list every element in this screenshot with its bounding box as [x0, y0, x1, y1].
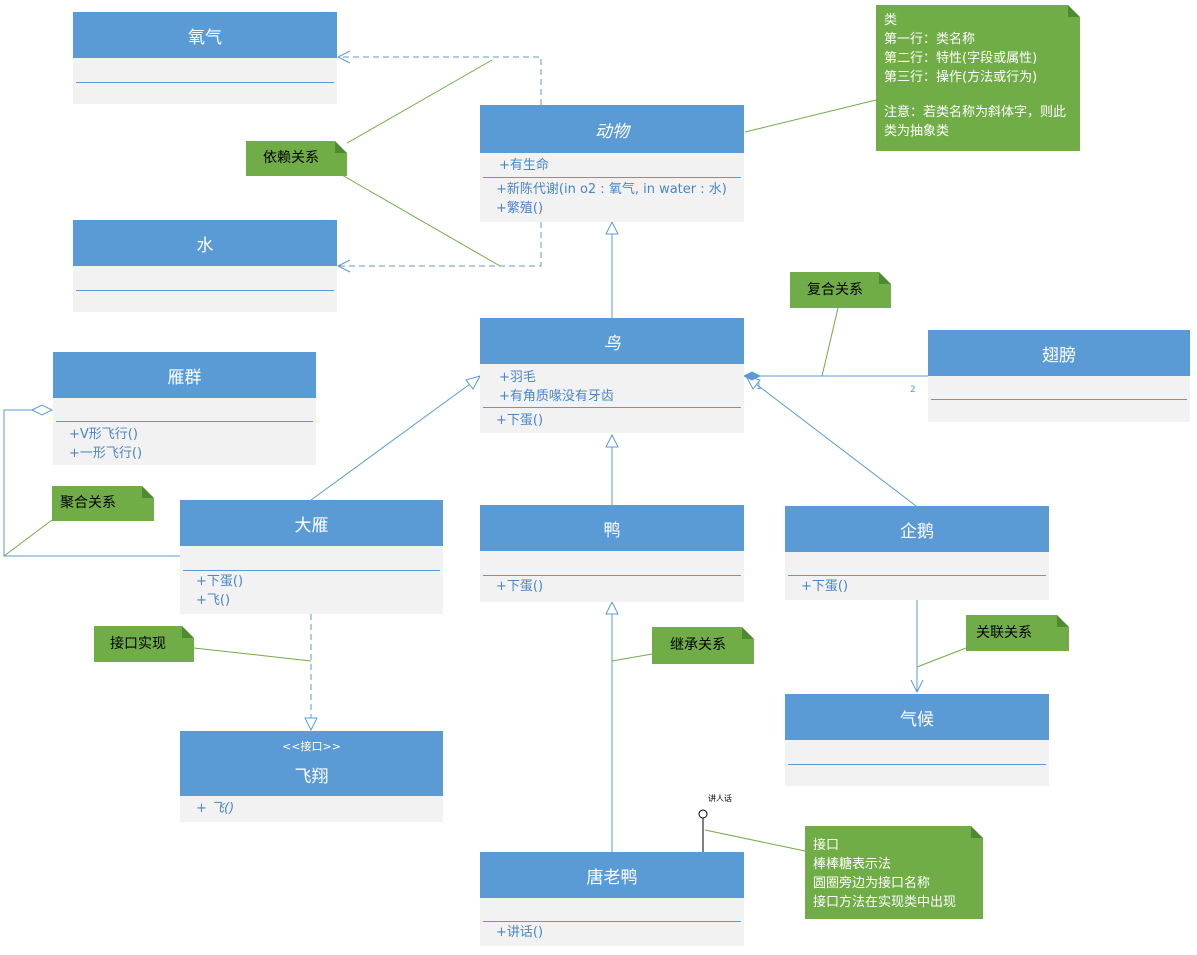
class-header: 鸭: [480, 505, 744, 551]
class-header: 水: [73, 220, 337, 266]
class-name: 鸟: [603, 333, 621, 354]
class-header: <<接口>> 飞翔: [180, 731, 443, 796]
multiplicity-wing: 2: [910, 385, 916, 395]
attribute-section: [788, 740, 1046, 765]
dependency-arrowhead-water: [336, 259, 351, 273]
dependency-arrow-oxygen: [338, 56, 542, 105]
aggregation-flock-goose: [3, 409, 180, 557]
class-name: 动物: [595, 121, 629, 142]
operation-section: + 飞(): [180, 796, 443, 818]
class-header: 动物: [480, 105, 744, 153]
note-interface-impl: 接口实现: [94, 626, 194, 662]
class-name: 气候: [900, 709, 934, 730]
attribute-section: [183, 546, 440, 571]
operation: + 飞(): [196, 801, 235, 816]
inherit-goose-bird: [310, 383, 471, 501]
dependency-arrow-water: [338, 222, 542, 267]
attribute-section: +有生命: [483, 153, 741, 178]
attribute-section: [76, 58, 334, 83]
class-animal[interactable]: 动物 +有生命 +新陈代谢(in o2 : 氧气, in water : 水) …: [480, 105, 744, 222]
operation: +下蛋(): [496, 413, 544, 428]
note-class-explanation: 类 第一行：类名称 第二行：特性(字段或属性) 第三行：操作(方法或行为) 注意…: [876, 5, 1080, 151]
class-header: 企鹅: [785, 506, 1049, 552]
class-name: 企鹅: [900, 521, 934, 542]
inherit-penguin-bird: [755, 383, 917, 507]
class-flock[interactable]: 雁群 +V形飞行() +一形飞行(): [53, 352, 316, 465]
class-name: 大雁: [294, 515, 329, 536]
class-wing[interactable]: 翅膀: [928, 330, 1190, 422]
operation: +新陈代谢(in o2 : 氧气, in water : 水): [496, 182, 727, 197]
attribute-section: +羽毛 +有角质喙没有牙齿: [483, 364, 741, 408]
note-dependency: 依赖关系: [246, 141, 347, 176]
class-header: 唐老鸭: [480, 852, 744, 898]
operation: +飞(): [196, 593, 231, 608]
class-name: 氧气: [188, 27, 222, 48]
class-name: 翅膀: [1042, 345, 1076, 366]
class-name: 鸭: [603, 520, 621, 541]
lollipop-interface-name: 讲人话: [708, 794, 732, 803]
operation: +下蛋(): [496, 579, 544, 594]
operation: +V形飞行(): [69, 427, 138, 442]
operation: +一形飞行(): [69, 446, 143, 461]
operation-section: +讲话(): [480, 922, 744, 942]
class-water[interactable]: 水: [73, 220, 337, 312]
class-name: 水: [196, 235, 214, 256]
attribute-section: [931, 376, 1187, 400]
class-name: 飞翔: [294, 767, 329, 787]
attribute-section: [76, 266, 334, 291]
attribute-section: [483, 898, 741, 922]
attribute-section: [788, 552, 1046, 576]
stereotype: <<接口>>: [282, 740, 341, 753]
class-donald-duck[interactable]: 唐老鸭 +讲话(): [480, 852, 744, 946]
class-climate[interactable]: 气候: [785, 694, 1049, 786]
class-oxygen[interactable]: 氧气: [73, 12, 337, 104]
class-header: 翅膀: [928, 330, 1190, 376]
class-header: 雁群: [53, 352, 316, 398]
note-aggregation: 聚合关系: [52, 486, 154, 521]
note-inheritance: 继承关系: [652, 627, 754, 664]
note-association: 关联关系: [966, 615, 1069, 651]
operation-section: +下蛋(): [785, 576, 1049, 596]
attribute: +有生命: [499, 158, 549, 173]
class-header: 氧气: [73, 12, 337, 58]
attribute: +羽毛: [499, 370, 536, 385]
operation: +繁殖(): [496, 201, 544, 216]
operation: +下蛋(): [801, 579, 849, 594]
class-goose[interactable]: 大雁 +下蛋() +飞(): [180, 500, 443, 614]
operation: +下蛋(): [196, 574, 244, 589]
dependency-arrowhead-oxygen: [336, 50, 351, 64]
class-name: 唐老鸭: [586, 867, 638, 888]
operation-section: +V形飞行() +一形飞行(): [53, 422, 316, 463]
class-header: 鸟: [480, 318, 744, 364]
lollipop-circle: [698, 809, 708, 819]
class-fly-interface[interactable]: <<接口>> 飞翔 + 飞(): [180, 731, 443, 822]
attribute-section: [56, 398, 313, 422]
class-header: 大雁: [180, 500, 443, 546]
multiplicity-bird: 1: [756, 382, 762, 392]
operation-section: +新陈代谢(in o2 : 氧气, in water : 水) +繁殖(): [480, 178, 744, 218]
operation: +讲话(): [496, 925, 544, 940]
operation-section: +下蛋(): [480, 576, 744, 596]
class-penguin[interactable]: 企鹅 +下蛋(): [785, 506, 1049, 600]
class-name: 雁群: [167, 367, 202, 388]
class-header: 气候: [785, 694, 1049, 740]
class-duck[interactable]: 鸭 +下蛋(): [480, 505, 744, 602]
attribute: +有角质喙没有牙齿: [499, 389, 614, 404]
note-lollipop: 接口 棒棒糖表示法 圆圈旁边为接口名称 接口方法在实现类中出现: [805, 826, 983, 919]
attribute-section: [483, 551, 741, 576]
operation-section: +下蛋() +飞(): [180, 571, 443, 610]
note-composition: 复合关系: [790, 272, 891, 308]
class-bird[interactable]: 鸟 +羽毛 +有角质喙没有牙齿 +下蛋(): [480, 318, 744, 433]
operation-section: +下蛋(): [480, 408, 744, 430]
